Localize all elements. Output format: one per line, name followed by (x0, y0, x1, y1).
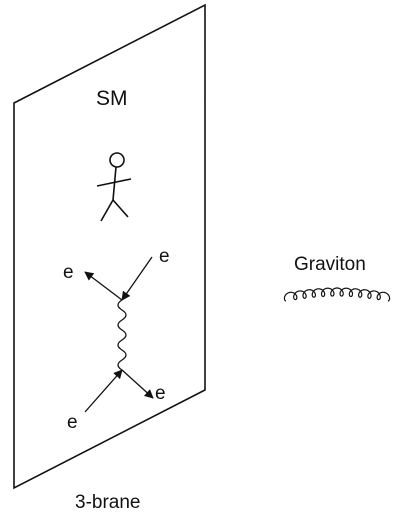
electron-label-top-left: e (63, 262, 74, 283)
electron-line-bottom-left (84, 369, 123, 413)
sm-label: SM (96, 87, 128, 110)
propagator-wavy-line (117, 299, 127, 371)
graviton-label: Graviton (294, 254, 366, 275)
brane-label: 3-brane (75, 492, 141, 513)
electron-line-bottom-right (121, 369, 154, 399)
feynman-diagram (84, 256, 154, 413)
electron-line-top-left (84, 271, 123, 301)
graviton-curly-line (283, 287, 391, 302)
electron-label-top-right: e (159, 246, 170, 267)
electron-label-bottom-left: e (67, 412, 78, 433)
stick-figure-icon (96, 152, 132, 222)
electron-line-top-right (121, 256, 153, 301)
brane-sheet (13, 3, 206, 490)
electron-label-bottom-right: e (155, 383, 166, 404)
